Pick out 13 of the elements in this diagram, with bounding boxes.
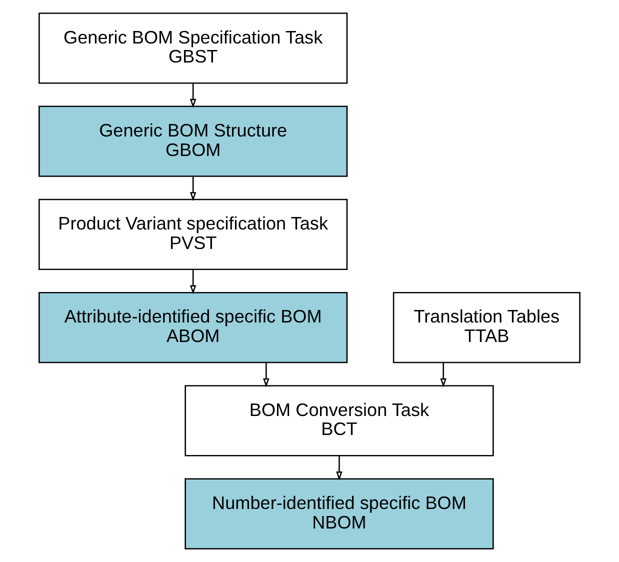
node-box: Translation Tables TTAB bbox=[392, 292, 580, 364]
node-box: BOM Conversion Task BCT bbox=[184, 385, 494, 456]
node-box: Generic BOM Specification Task GBST bbox=[38, 12, 348, 84]
node-box: Product Variant specification Task PVST bbox=[38, 198, 348, 270]
arrow bbox=[190, 83, 196, 108]
node-box: Number-identified specific BOM NBOM bbox=[184, 478, 494, 550]
node-box: Generic BOM Structure GBOM bbox=[38, 106, 348, 177]
arrow bbox=[263, 362, 270, 388]
arrow bbox=[336, 456, 342, 481]
arrow bbox=[440, 362, 447, 388]
node-box: Attribute-identified specific BOM ABOM bbox=[38, 292, 348, 364]
arrow bbox=[190, 270, 196, 294]
arrow bbox=[190, 176, 196, 202]
